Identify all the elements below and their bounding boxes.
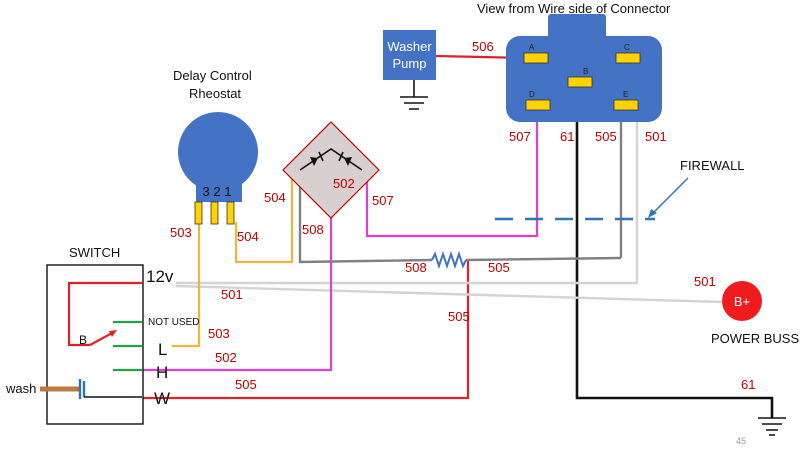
- not-used-label: NOT USED: [148, 317, 200, 328]
- connector-title: View from Wire side of Connector: [477, 1, 671, 16]
- wire-label-508-res: 508: [405, 260, 427, 275]
- power-buss-symbol: B+: [734, 294, 750, 309]
- page-number: 45: [736, 436, 746, 446]
- switch-title: SWITCH: [69, 245, 120, 260]
- wire-label-508-diode: 508: [302, 222, 324, 237]
- wire-label-505-w: 505: [235, 377, 257, 392]
- wire-label-502-h: 502: [215, 350, 237, 365]
- pin-d-label: D: [529, 90, 535, 99]
- rheostat-pins-label: 3 2 1: [203, 184, 232, 199]
- wire-507: [365, 110, 539, 238]
- pin-b-label: B: [583, 67, 588, 76]
- switch-h: H: [156, 363, 168, 382]
- wire-label-501-mid: 501: [221, 287, 243, 302]
- wire-label-61-bottom: 61: [741, 377, 755, 392]
- wire-label-505-vert: 505: [448, 309, 470, 324]
- wire-label-502-diode: 502: [333, 176, 355, 191]
- wire-504: [234, 174, 294, 264]
- wire-61: [575, 83, 774, 418]
- washer-pump-label-2: Pump: [393, 56, 427, 71]
- switch-body: [40, 264, 144, 425]
- wire-label-507-top: 507: [509, 129, 531, 144]
- ground-symbol: [758, 417, 786, 436]
- connector: A B C D E: [506, 14, 662, 122]
- firewall-arrow: [651, 177, 689, 215]
- wash-label: wash: [5, 381, 36, 396]
- wire-label-61-top: 61: [560, 129, 574, 144]
- switch-l: L: [158, 340, 167, 359]
- rheostat-title-1: Delay Control: [173, 68, 252, 83]
- pin-c-label: C: [624, 43, 630, 52]
- switch-b: B: [79, 333, 87, 347]
- washer-pump: Washer Pump: [383, 30, 436, 110]
- wire-label-506: 506: [472, 39, 494, 54]
- firewall-label: FIREWALL: [680, 158, 745, 173]
- rheostat-title-2: Rheostat: [189, 86, 241, 101]
- wire-501: [176, 60, 639, 285]
- wire-label-501-top: 501: [645, 129, 667, 144]
- switch-w: W: [154, 389, 170, 408]
- wire-label-504-rheo: 504: [237, 229, 259, 244]
- wire-503: [172, 222, 201, 348]
- wire-label-501-right: 501: [694, 274, 716, 289]
- resistor-508: [431, 250, 467, 270]
- diode-box: [282, 121, 380, 219]
- wire-501-buss: [175, 284, 723, 304]
- wire-505-red: [100, 261, 470, 400]
- pin-a-label: A: [529, 43, 535, 52]
- power-buss: B+: [722, 281, 762, 321]
- wire-label-503-rheo: 503: [170, 225, 192, 240]
- wire-502: [115, 152, 333, 372]
- wire-label-505-top: 505: [595, 129, 617, 144]
- pin-e-label: E: [623, 90, 628, 99]
- wire-505-after-res: [465, 256, 622, 262]
- washer-pump-label-1: Washer: [387, 39, 432, 54]
- wire-label-504-diode: 504: [264, 190, 286, 205]
- wire-label-503-l: 503: [208, 326, 230, 341]
- wire-508-505: [298, 170, 433, 264]
- switch-12v: 12v: [146, 267, 174, 286]
- rheostat: 3 2 1: [178, 112, 258, 225]
- wire-label-505-res: 505: [488, 260, 510, 275]
- power-buss-label: POWER BUSS: [711, 331, 799, 346]
- wire-label-507-diode: 507: [372, 193, 394, 208]
